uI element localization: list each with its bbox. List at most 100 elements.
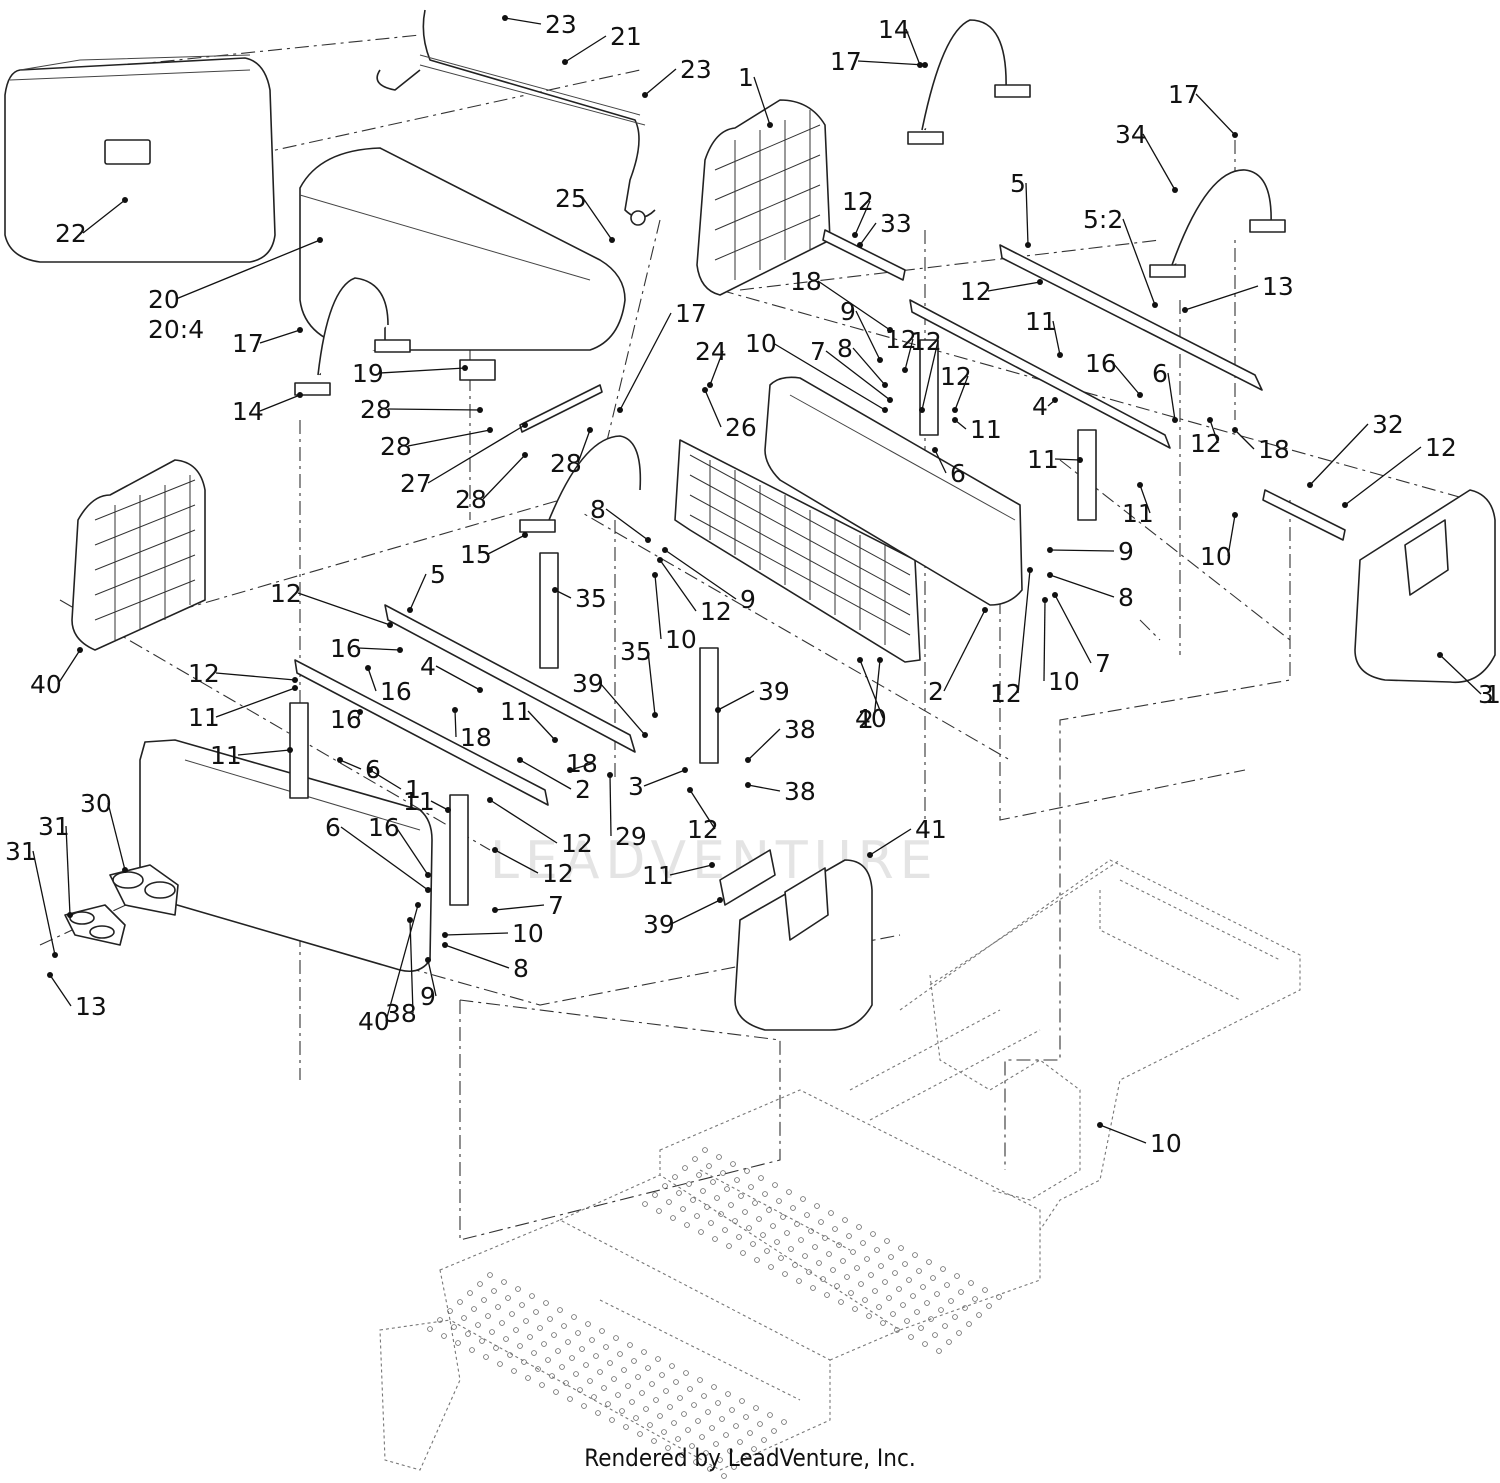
plate-hole [539, 1382, 545, 1388]
callout-label: 12 [687, 815, 719, 844]
plate-hole [748, 1184, 754, 1190]
plate-hole [541, 1341, 547, 1347]
leader-line [369, 769, 402, 790]
callout-label: 12 [940, 362, 972, 391]
fastener-dot [952, 407, 958, 413]
callout-label: 9 [1118, 537, 1134, 566]
plate-hole [687, 1386, 693, 1392]
floor-grid-holes [427, 1147, 1002, 1479]
fastener-dot [702, 387, 708, 393]
callout-label: 3 [1478, 680, 1494, 709]
plate-hole [743, 1414, 749, 1420]
plate-hole [699, 1434, 705, 1440]
callout-label: 12 [842, 187, 874, 216]
leader-line [1122, 218, 1156, 306]
leader-line [65, 825, 71, 916]
fastener-dot [922, 62, 928, 68]
plate-hole [916, 1268, 922, 1274]
leader-line [1043, 599, 1046, 682]
plate-hole [652, 1192, 658, 1198]
plate-hole [711, 1384, 717, 1390]
leader-line [435, 665, 481, 691]
plate-hole [872, 1288, 878, 1294]
plate-hole [836, 1242, 842, 1248]
plate-hole [870, 1231, 876, 1237]
leader-line [859, 659, 884, 719]
plate-hole [760, 1232, 766, 1238]
plate-hole [723, 1432, 729, 1438]
plate-hole [846, 1233, 852, 1239]
plate-hole [764, 1248, 770, 1254]
plate-hole [682, 1165, 688, 1171]
fastener-dot [662, 547, 668, 553]
callout-label: 28 [360, 395, 392, 424]
fastener-dot [287, 747, 293, 753]
callout-label: 17 [232, 329, 264, 358]
callout-label: 12 [990, 679, 1022, 708]
fastener-dot [522, 532, 528, 538]
callout-label: 18 [460, 723, 492, 752]
leader-line [921, 340, 939, 411]
seat-base-front-left [139, 739, 433, 973]
leader-line [1309, 423, 1369, 486]
plate-hole [535, 1366, 541, 1372]
plate-hole [850, 1249, 856, 1255]
leader-line [747, 784, 781, 792]
plate-hole [706, 1163, 712, 1169]
plate-hole [676, 1190, 682, 1196]
callout-label: 16 [330, 634, 362, 663]
fastener-dot [745, 757, 751, 763]
callout-label: 23 [680, 55, 712, 84]
plate-hole [808, 1228, 814, 1234]
leader-line [1049, 549, 1115, 552]
plate-hole [958, 1289, 964, 1295]
plate-hole [669, 1363, 675, 1369]
leader-line [1227, 514, 1236, 557]
leader-line [297, 592, 391, 626]
callout-label: 38 [784, 777, 816, 806]
fastener-dot [852, 232, 858, 238]
fastener-dot [445, 807, 451, 813]
plate-hole [579, 1346, 585, 1352]
leader-line [107, 802, 126, 871]
plate-hole [731, 1464, 737, 1470]
leader-line [482, 454, 526, 500]
plate-hole [683, 1370, 689, 1376]
plate-hole [593, 1353, 599, 1359]
plate-hole [483, 1354, 489, 1360]
callout-label: 35 [575, 584, 607, 613]
plate-hole [659, 1372, 665, 1378]
plate-hole [814, 1203, 820, 1209]
leader-line [852, 347, 886, 386]
fastener-dot [442, 932, 448, 938]
plate-hole [553, 1389, 559, 1395]
plate-hole [934, 1291, 940, 1297]
plate-hole [485, 1313, 491, 1319]
plate-hole [467, 1290, 473, 1296]
plate-hole [531, 1350, 537, 1356]
plate-hole [832, 1226, 838, 1232]
plate-hole [770, 1223, 776, 1229]
callout-label: 38 [784, 715, 816, 744]
callout-label: 8 [837, 334, 853, 363]
seat-back [4, 54, 276, 263]
plate-hole [704, 1204, 710, 1210]
leader-line [1142, 133, 1176, 191]
plate-hole [742, 1209, 748, 1215]
plate-hole [756, 1216, 762, 1222]
leader-line [259, 394, 301, 412]
leader-line [599, 682, 646, 736]
fastener-dot [452, 707, 458, 713]
leader-line [444, 944, 510, 969]
plate-hole [441, 1333, 447, 1339]
leader-line [1209, 419, 1219, 444]
plate-hole [665, 1445, 671, 1451]
callout-label: 11 [970, 415, 1002, 444]
plate-hole [707, 1466, 713, 1472]
fastener-dot [1152, 302, 1158, 308]
callout-label: 38 [385, 999, 417, 1028]
plate-hole [625, 1383, 631, 1389]
plate-hole [962, 1305, 968, 1311]
leader-line [654, 574, 662, 640]
callout-label: 20 [148, 285, 180, 314]
